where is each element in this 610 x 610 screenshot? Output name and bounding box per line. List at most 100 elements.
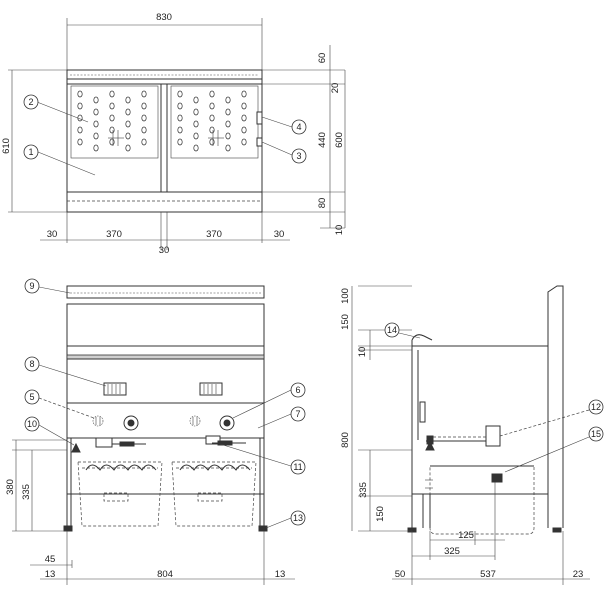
callout-7: [290, 406, 306, 422]
perforation-hole: [93, 132, 99, 140]
perforation-hole: [177, 90, 183, 98]
perforation-hole: [225, 144, 231, 152]
callout-1-label: 1: [28, 147, 33, 157]
callout-2-label: 2: [28, 97, 33, 107]
dim-right-23: 23: [573, 569, 584, 580]
perforation-hole: [193, 96, 199, 104]
dim-left-offset: 30: [47, 229, 58, 240]
callout-15: [588, 426, 604, 442]
perforation-hole: [225, 108, 231, 116]
perforation-hole: [209, 138, 215, 146]
gas-connector: [426, 425, 501, 447]
callout-4-label: 4: [296, 122, 301, 132]
callout-9: [24, 278, 40, 294]
perforation-hole: [241, 114, 247, 122]
dim-overall-width: 830: [156, 12, 172, 23]
callout-9-label: 9: [29, 281, 34, 291]
perforation-hole: [209, 114, 215, 122]
perforation-hole: [177, 114, 183, 122]
handle-left: [103, 382, 127, 396]
perforation-hole: [209, 90, 215, 98]
perforation-hole: [125, 132, 131, 140]
dim-rail-gap: 20: [330, 83, 341, 94]
perforation-hole: [77, 90, 83, 98]
perforation-hole: [109, 102, 115, 110]
dim-foot-height: 10: [334, 225, 345, 236]
perforation-hole: [225, 132, 231, 140]
perforation-hole: [209, 126, 215, 134]
perforation-hole: [93, 108, 99, 116]
dim-offset-125: 125: [458, 530, 474, 541]
perforation-hole: [177, 102, 183, 110]
perforation-hole: [93, 144, 99, 152]
perforation-hole: [241, 102, 247, 110]
callout-8: [24, 356, 40, 372]
perforation-hole: [141, 138, 147, 146]
perforation-hole: [241, 126, 247, 134]
dim-right-offset: 30: [274, 229, 285, 240]
callout-1: [23, 144, 39, 160]
perforation-hole: [193, 144, 199, 152]
callout-11-label: 11: [293, 462, 302, 472]
perforation-hole: [141, 90, 147, 98]
callout-5-label: 5: [29, 392, 34, 402]
callout-14-label: 14: [387, 325, 397, 335]
perforation-hole: [141, 102, 147, 110]
drain-valve-right: [205, 435, 246, 446]
perforation-hole: [225, 96, 231, 104]
front-view: 45 13 804 13 380 335 9 8 5 10 6 7 11: [5, 278, 306, 585]
callout-12: [588, 399, 604, 415]
callout-13-label: 13: [293, 513, 303, 523]
dim-small-10: 10: [357, 347, 368, 358]
callout-10: [24, 416, 40, 432]
side-view: 100 150 10 800 335 150 125 325 50 537 23…: [340, 285, 604, 585]
dim-height-335: 335: [21, 484, 32, 500]
dim-top-150: 150: [340, 314, 351, 330]
perforation-hole: [93, 96, 99, 104]
callout-4: [291, 119, 307, 135]
callout-5: [24, 389, 40, 405]
dim-overall-width-front: 804: [157, 569, 173, 580]
callout-12-label: 12: [591, 402, 601, 412]
perforation-hole: [141, 126, 147, 134]
perforation-hole: [77, 138, 83, 146]
perforation-hole: [193, 108, 199, 116]
fry-basket-right: [171, 461, 257, 527]
control-knob-right: [219, 415, 235, 431]
callout-10-label: 10: [27, 419, 37, 429]
callout-15-label: 15: [591, 429, 601, 439]
dim-left-inset: 45: [45, 554, 56, 565]
dim-center-gap: 30: [159, 245, 170, 256]
perforation-hole: [177, 138, 183, 146]
dim-base-height: 80: [317, 198, 328, 209]
dim-total-height: 610: [1, 138, 12, 154]
perforation-hole: [109, 90, 115, 98]
perforation-hole: [125, 108, 131, 116]
dim-height-335-side: 335: [358, 482, 369, 498]
perforation-hole: [125, 120, 131, 128]
callout-3: [291, 148, 307, 164]
fryer-tank: [425, 465, 535, 535]
perforation-hole: [77, 126, 83, 134]
perforation-hole: [109, 126, 115, 134]
callout-13: [290, 510, 306, 526]
perforation-hole: [125, 144, 131, 152]
dim-left-margin: 13: [45, 569, 56, 580]
dim-right-bay: 370: [206, 229, 222, 240]
perforation-hole: [241, 90, 247, 98]
perforation-hole: [109, 114, 115, 122]
perforation-hole: [177, 126, 183, 134]
dim-height-150: 150: [375, 506, 386, 522]
perforation-hole: [109, 138, 115, 146]
perforation-hole: [141, 114, 147, 122]
perforation-hole: [125, 96, 131, 104]
callout-11: [290, 459, 306, 475]
perforation-hole: [77, 102, 83, 110]
handle-right: [199, 382, 223, 396]
dim-outer-height: 600: [334, 132, 345, 148]
dim-left-bay: 370: [106, 229, 122, 240]
callout-6: [290, 382, 306, 398]
perforation-hole: [193, 120, 199, 128]
perforation-hole: [209, 102, 215, 110]
